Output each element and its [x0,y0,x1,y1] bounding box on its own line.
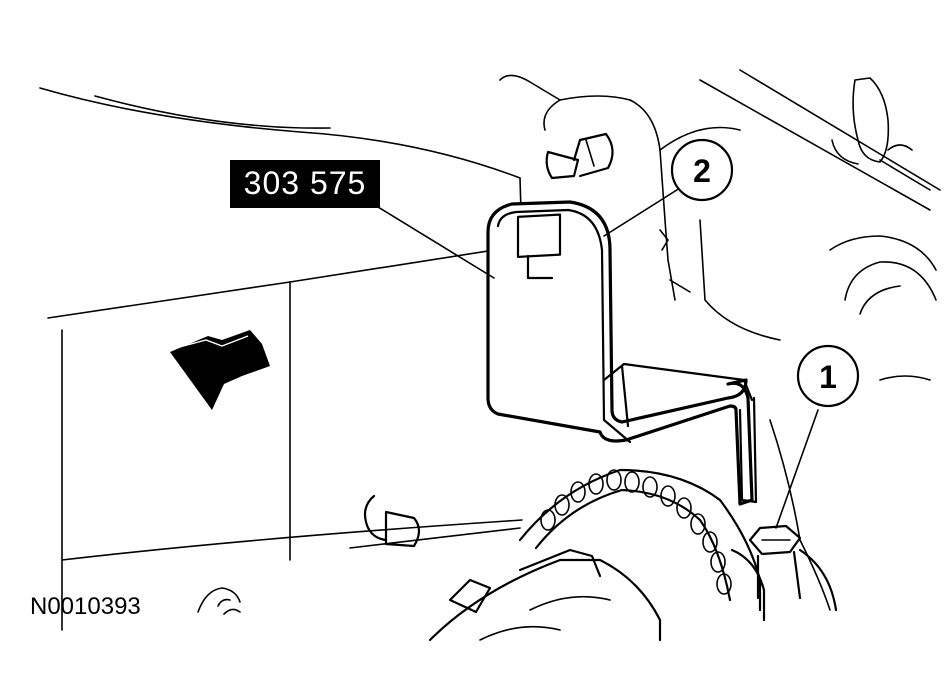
special-tool-bracket [486,200,758,506]
callout-1-number: 1 [819,359,837,395]
leader-lines [359,187,819,529]
engine-block-outline [39,69,941,631]
lower-stud [363,494,421,548]
tool-label-box [230,160,380,208]
arrow-left-icon [170,330,270,410]
callout-1: 1 [796,344,860,408]
callout-2: 2 [670,138,734,202]
tool-label: 303 575 [230,160,380,208]
timing-chain-sprocket [428,468,766,642]
upper-stud [545,132,614,180]
retaining-bolt [748,524,838,612]
lower-left-fitting [197,587,241,615]
figure-id: N0010393 [30,593,141,620]
chain-links [540,469,732,595]
callout-2-number: 2 [693,153,711,189]
tool-label-text: 303 575 [244,165,367,201]
